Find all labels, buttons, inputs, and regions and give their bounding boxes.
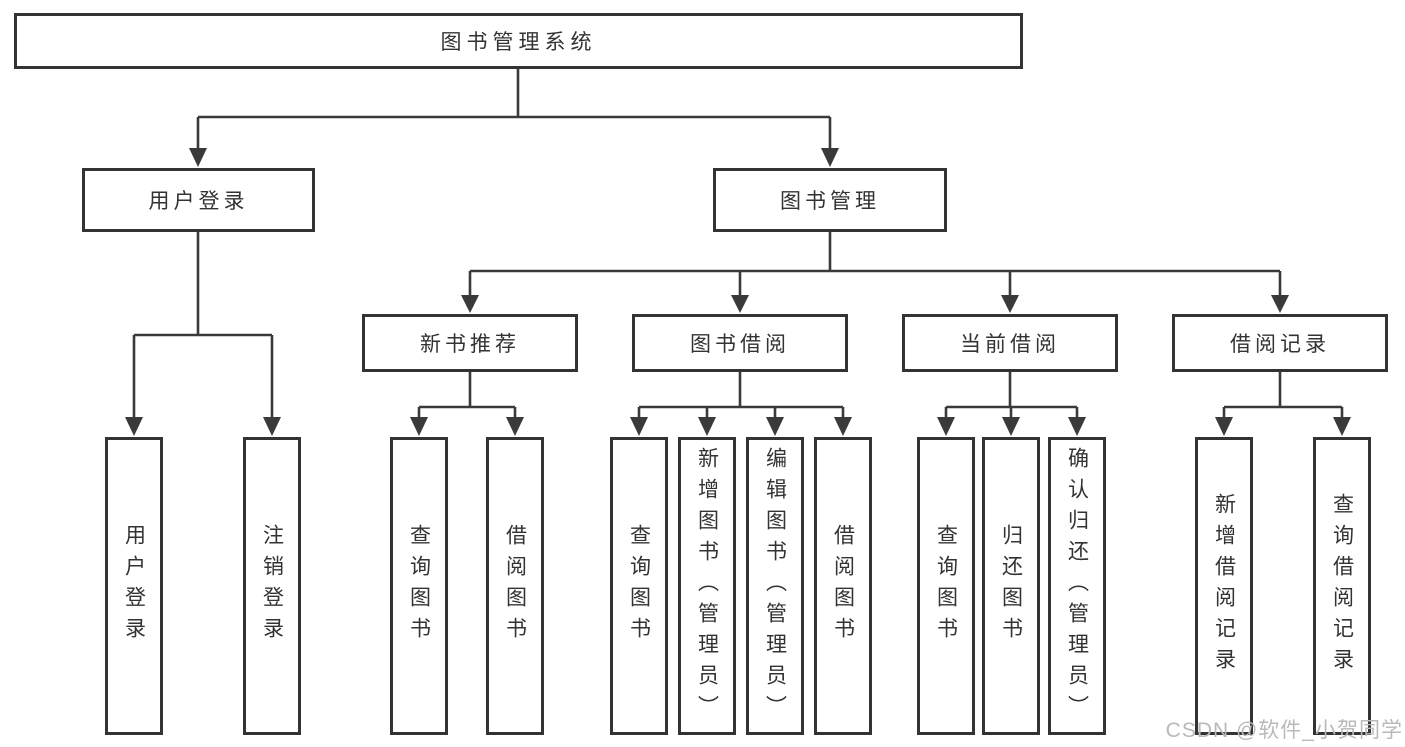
node-label: 用户登录 (122, 524, 146, 648)
arrowhead (189, 148, 207, 167)
arrowhead (1001, 295, 1019, 313)
node-label: 借阅记录 (1230, 333, 1330, 356)
node-label: 归还图书 (999, 524, 1023, 648)
edge-lines (132, 69, 1344, 419)
arrowhead (698, 417, 716, 436)
leaf-borrow-books-recommend: 借阅图书 (486, 437, 544, 735)
leaf-add-borrow-record: 新增借阅记录 (1195, 437, 1253, 735)
node-label: 借阅图书 (503, 524, 527, 648)
node-label: 新增借阅记录 (1212, 493, 1236, 679)
arrowhead (834, 417, 852, 436)
node-label: 查询图书 (934, 524, 958, 648)
leaf-user-login: 用户登录 (105, 437, 163, 735)
leaf-logout: 注销登录 (243, 437, 301, 735)
node-label: 新增图书（管理员） (695, 446, 719, 726)
arrowhead (263, 417, 281, 436)
node-label: 用户登录 (148, 190, 249, 213)
arrowhead (1333, 417, 1351, 436)
leaf-confirm-return-admin: 确认归还（管理员） (1048, 437, 1106, 735)
node-label: 图书管理系统 (440, 31, 597, 54)
leaf-edit-book-admin: 编辑图书（管理员） (746, 437, 804, 735)
node-borrow-records: 借阅记录 (1172, 314, 1388, 372)
leaf-query-books-borrow: 查询图书 (610, 437, 668, 735)
edge-root-to-level2 (196, 69, 832, 150)
node-label: 注销登录 (260, 524, 284, 648)
node-label: 查询借阅记录 (1330, 493, 1354, 679)
edge-bookmgmt-to-level3 (468, 232, 1282, 297)
edge-bookborrow-to-leaves (637, 372, 845, 419)
arrowhead (125, 417, 143, 436)
node-label: 查询图书 (627, 524, 651, 648)
arrowhead (461, 295, 479, 313)
node-label: 图书管理 (780, 190, 880, 213)
leaf-add-book-admin: 新增图书（管理员） (678, 437, 736, 735)
node-book-management: 图书管理 (713, 168, 947, 232)
leaf-query-borrow-record: 查询借阅记录 (1313, 437, 1371, 735)
node-user-login: 用户登录 (82, 168, 315, 232)
edge-currentborrow-to-leaves (944, 372, 1079, 419)
leaf-query-books-current: 查询图书 (917, 437, 975, 735)
edge-newbook-to-leaves (417, 372, 517, 419)
arrowhead (937, 417, 955, 436)
leaf-return-book: 归还图书 (982, 437, 1040, 735)
node-label: 确认归还（管理员） (1065, 446, 1089, 726)
arrowhead (766, 417, 784, 436)
node-label: 编辑图书（管理员） (763, 446, 787, 726)
edge-userlogin-to-leaves (132, 232, 274, 419)
leaf-borrow-books: 借阅图书 (814, 437, 872, 735)
node-current-borrow: 当前借阅 (902, 314, 1118, 372)
node-label: 新书推荐 (420, 333, 520, 356)
node-book-borrow: 图书借阅 (632, 314, 848, 372)
csdn-watermark: CSDN @软件_小贺同学 (1165, 719, 1403, 742)
node-label: 当前借阅 (960, 333, 1060, 356)
node-new-book-recommend: 新书推荐 (362, 314, 578, 372)
arrowhead (410, 417, 428, 436)
arrowheads (125, 148, 1351, 436)
node-label: 查询图书 (407, 524, 431, 648)
edge-borrowrecords-to-leaves (1222, 372, 1344, 419)
arrowhead (1002, 417, 1020, 436)
leaf-query-books-recommend: 查询图书 (390, 437, 448, 735)
arrowhead (1271, 295, 1289, 313)
arrowhead (1068, 417, 1086, 436)
arrowhead (630, 417, 648, 436)
node-label: 借阅图书 (831, 524, 855, 648)
arrowhead (1215, 417, 1233, 436)
arrowhead (731, 295, 749, 313)
arrowhead (821, 148, 839, 167)
arrowhead (506, 417, 524, 436)
node-root-system: 图书管理系统 (14, 13, 1023, 69)
node-label: 图书借阅 (690, 333, 790, 356)
